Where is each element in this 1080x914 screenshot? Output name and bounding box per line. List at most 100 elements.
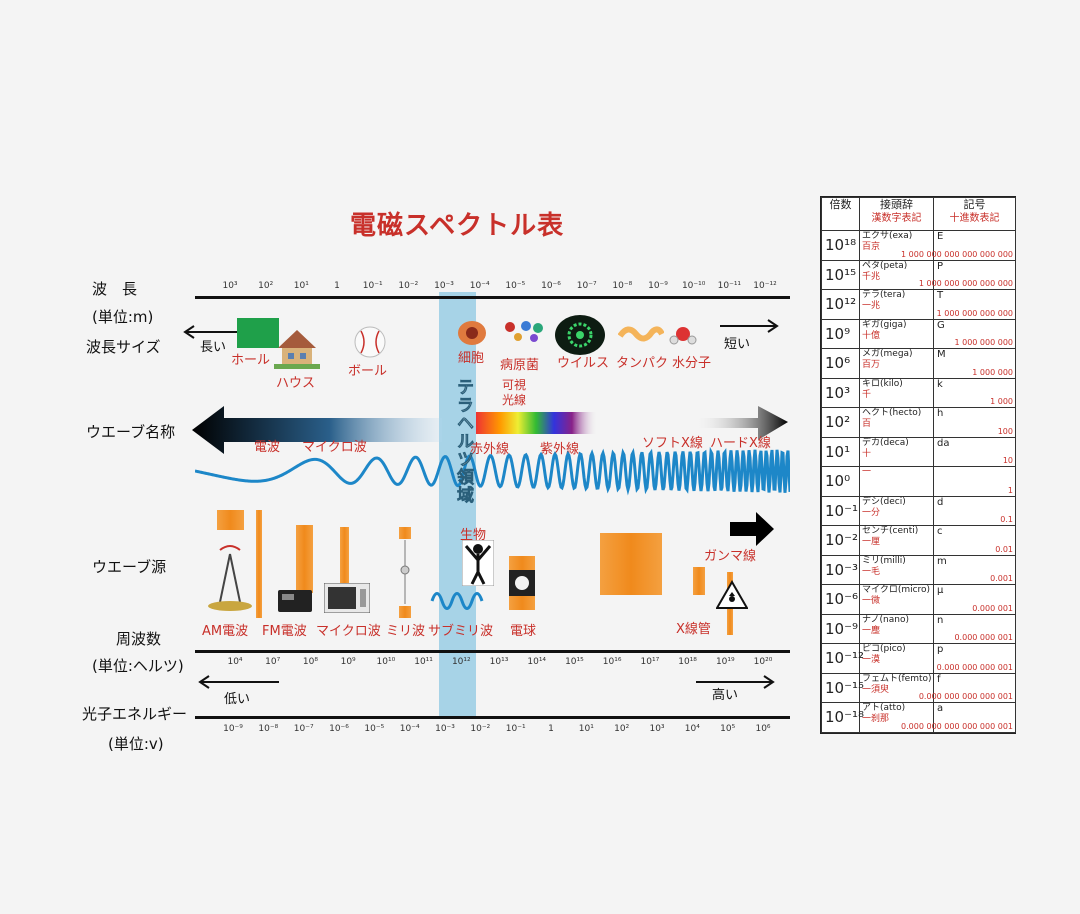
prefix-kanji: 一毛 — [862, 566, 881, 577]
tick-label: 10⁻³ — [434, 281, 454, 291]
wave-name-soft-xray: ソフトX線 — [642, 436, 703, 451]
prefix-symbol: μ — [937, 585, 944, 596]
prefix-power: 10⁻³ — [821, 554, 860, 585]
high-arrow-icon — [696, 675, 775, 689]
prefix-name-cell: フェムト(femto)一須臾 — [859, 672, 934, 703]
prefix-decimal: 1 — [1007, 485, 1013, 495]
wave-name-infrared: 赤外線 — [470, 442, 510, 457]
prefix-decimal: 0.01 — [995, 544, 1013, 554]
prefix-power: 10⁻² — [821, 525, 860, 556]
tick-label: 10¹⁸ — [678, 657, 697, 667]
prefix-symbol: p — [937, 644, 944, 655]
tick-label: 10⁶ — [755, 724, 771, 734]
wave-name-spectrum-bar — [192, 406, 788, 454]
row-label-frequency: 周波数 — [116, 630, 162, 648]
tick-label: 10¹⁰ — [376, 657, 396, 667]
tick-label: 10⁸ — [302, 657, 318, 667]
prefix-power: 10⁹ — [821, 318, 860, 349]
tick-label: 10⁻⁷ — [576, 281, 597, 291]
tick-label: 10¹⁵ — [565, 657, 584, 667]
prefix-symbol: d — [937, 496, 944, 508]
size-object-label: 水分子 — [672, 356, 712, 371]
prefix-power: 10⁶ — [821, 348, 860, 379]
prefix-power: 10⁻⁹ — [821, 613, 860, 644]
prefix-kanji: 十億 — [862, 330, 881, 341]
chirp-wave — [195, 446, 790, 496]
prefix-symbol: c — [937, 526, 943, 537]
gamma-arrow-icon — [730, 512, 774, 546]
row-label-wavelength-unit: (単位:m) — [92, 308, 154, 326]
header-symbol: 記号十進数表記 — [933, 197, 1016, 231]
long-arrow-icon — [183, 325, 240, 339]
prefix-name: センチ(centi) — [862, 526, 919, 536]
tick-label: 10⁻⁹ — [223, 724, 243, 734]
low-arrow-icon — [198, 675, 279, 689]
tick-label: 10²⁰ — [753, 657, 773, 667]
prefix-symbol: da — [937, 437, 950, 449]
prefix-symbol: E — [937, 231, 944, 242]
prefix-name: マイクロ(micro) — [862, 585, 931, 595]
tick-label: 10⁹ — [340, 657, 356, 667]
tick-label: 10² — [614, 724, 630, 734]
prefix-name: ヘクト(hecto) — [862, 408, 922, 418]
prefix-kanji: 一刹那 — [862, 714, 890, 724]
prefix-name: テラ(tera) — [862, 290, 906, 300]
tick-label: 10¹ — [293, 281, 309, 291]
tick-label: 10⁻⁶ — [329, 724, 349, 734]
prefix-decimal: 0.000 000 001 — [954, 633, 1013, 642]
hall-icon — [237, 318, 279, 348]
microwave-oven-icon — [324, 583, 370, 613]
prefix-symbol-cell: c 0.01 — [933, 525, 1016, 556]
tick-label: 10⁻⁹ — [648, 281, 668, 291]
short-label: 短い — [724, 337, 751, 352]
mm-wave-icon — [400, 540, 410, 604]
tick-label: 10⁻⁸ — [612, 281, 633, 291]
prefix-power: 10¹ — [821, 436, 860, 467]
prefix-name-cell: センチ(centi)一厘 — [859, 525, 934, 556]
prefix-kanji: 一兆 — [862, 301, 881, 311]
tick-label: 10³ — [222, 281, 238, 291]
prefix-symbol: h — [937, 408, 944, 419]
prefix-name: デシ(deci) — [862, 496, 906, 507]
source-bar-mm-bottom — [399, 606, 411, 618]
source-bulb: 電球 — [510, 624, 537, 639]
prefix-kanji: 一須臾 — [862, 684, 890, 695]
tick-label: 10⁻⁶ — [541, 281, 561, 291]
prefix-name: キロ(kilo) — [862, 378, 903, 389]
prefix-name: メガ(mega) — [862, 349, 913, 359]
row-label-wavelength-size: 波長サイズ — [86, 338, 161, 356]
prefix-name: ミリ(milli) — [862, 555, 906, 566]
prefix-name: アト(atto) — [862, 703, 906, 713]
tick-label: 1 — [548, 724, 554, 734]
source-submillimeter: サブミリ波 — [428, 624, 494, 639]
prefix-power: 10⁻¹⁵ — [821, 672, 864, 703]
prefix-power: 10⁻⁶ — [821, 584, 860, 615]
prefix-name-cell: デカ(deca)十 — [859, 436, 934, 467]
prefix-kanji: 千 — [862, 389, 872, 400]
tick-label: 10⁻² — [398, 281, 419, 291]
prefix-symbol: a — [937, 703, 944, 714]
prefix-power: 10² — [821, 407, 860, 438]
row-label-wave-source: ウエーブ源 — [92, 558, 167, 576]
source-bar-fm — [296, 525, 313, 593]
prefix-name: ペタ(peta) — [862, 260, 908, 271]
prefix-name-cell: キロ(kilo)千 — [859, 377, 934, 408]
source-xray-tube: X線管 — [676, 622, 711, 637]
wave-name-hard-xray: ハードX線 — [710, 436, 771, 451]
prefix-symbol: T — [937, 290, 944, 301]
